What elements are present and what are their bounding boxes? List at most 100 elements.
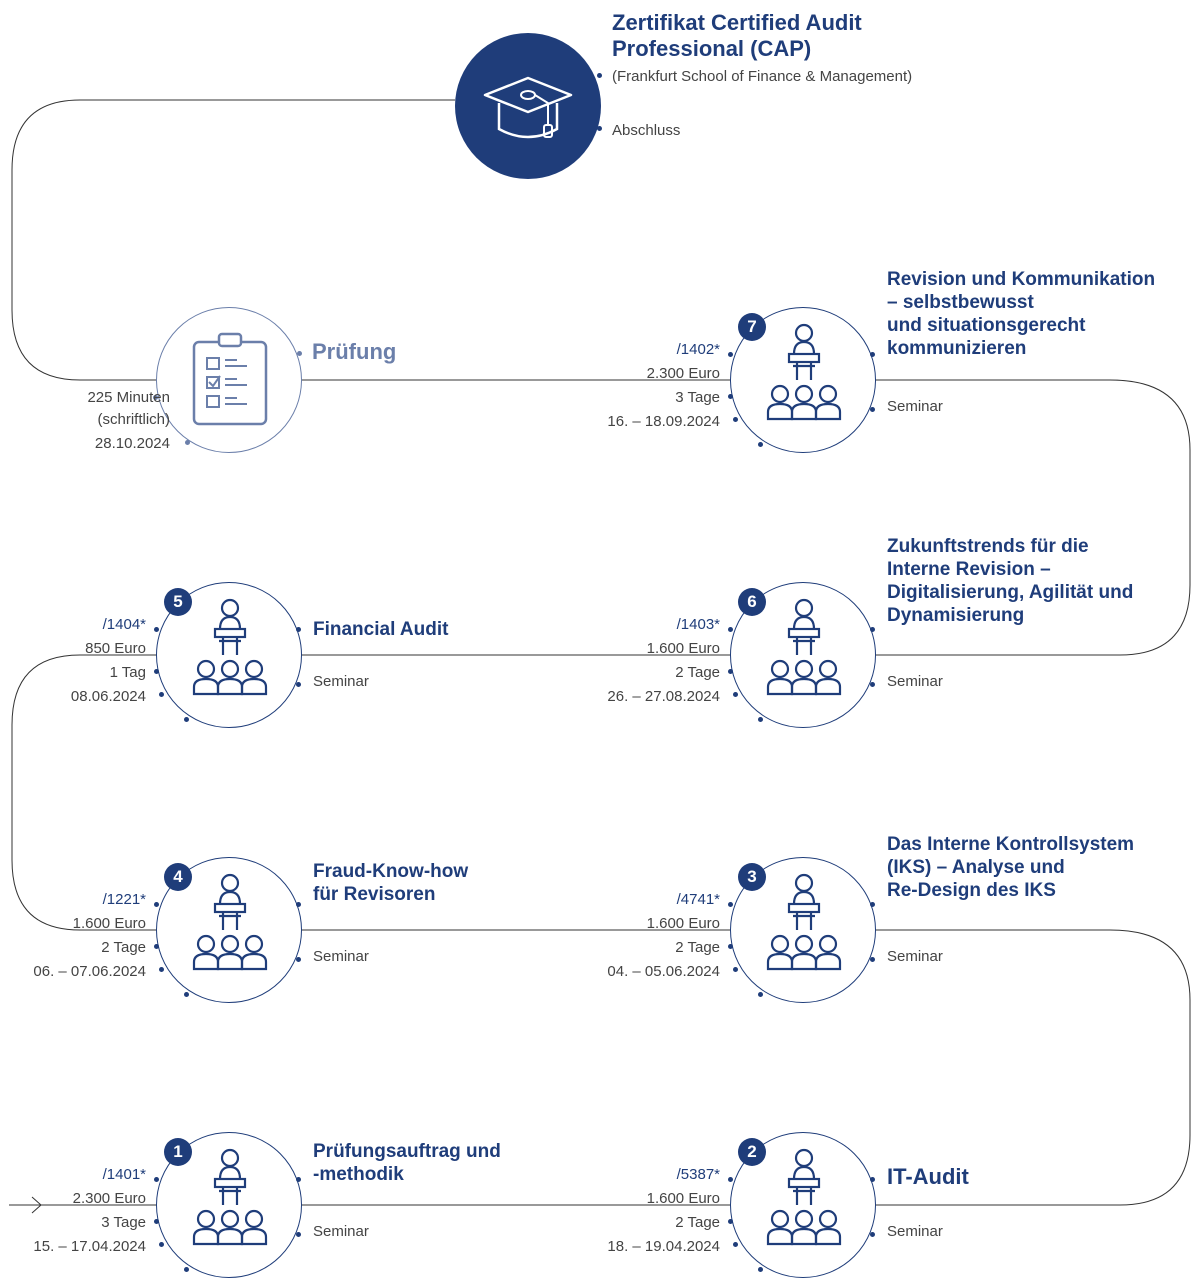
certificate-label: Abschluss [612, 122, 681, 139]
seminar-type: Seminar [887, 398, 943, 415]
connector-dot [870, 1232, 875, 1237]
seminar-duration: 1 Tag [109, 664, 146, 681]
seminar-dates: 18. – 19.04.2024 [607, 1238, 720, 1255]
connector-dot [728, 352, 733, 357]
seminar-details: /1401* 2.300 Euro 3 Tage 15. – 17.04.202… [0, 1163, 146, 1259]
seminar-type: Seminar [313, 673, 369, 690]
connector-dot [870, 407, 875, 412]
seminar-details: /1404* 850 Euro 1 Tag 08.06.2024 [0, 613, 146, 709]
presenter-audience-icon [766, 323, 842, 421]
connector-dot [758, 717, 763, 722]
seminar-title: Revision und Kommunikation– selbstbewuss… [887, 269, 1156, 359]
seminar-type: Seminar [313, 1223, 369, 1240]
graduation-cap-icon [483, 76, 573, 139]
connector-dot [159, 967, 164, 972]
connector-dot [728, 627, 733, 632]
seminar-dates: 16. – 18.09.2024 [607, 413, 720, 430]
seminar-price: 2.300 Euro [72, 1190, 146, 1207]
connector-dot [728, 394, 733, 399]
connector-dot [728, 1219, 733, 1224]
seminar-price: 850 Euro [85, 640, 146, 657]
connector-dot [870, 1177, 875, 1182]
connector-dot [728, 669, 733, 674]
step-number-badge: 7 [738, 313, 766, 341]
connector-dot [758, 442, 763, 447]
certificate-node [455, 33, 601, 179]
seminar-price: 2.300 Euro [646, 365, 720, 382]
seminar-code: /1221* [102, 891, 146, 908]
seminar-dates: 08.06.2024 [70, 688, 146, 705]
seminar-dates: 04. – 05.06.2024 [607, 963, 720, 980]
connector-dot [870, 627, 875, 632]
connector-dot [728, 944, 733, 949]
connector-dot [296, 1232, 301, 1237]
seminar-node [730, 582, 876, 728]
seminar-code: /1401* [102, 1166, 146, 1183]
seminar-type: Seminar [887, 948, 943, 965]
seminar-details: /1221* 1.600 Euro 2 Tage 06. – 07.06.202… [0, 888, 146, 984]
seminar-code: /5387* [676, 1166, 720, 1183]
step-number-badge: 2 [738, 1138, 766, 1166]
connector-dot [728, 1177, 733, 1182]
presenter-audience-icon [766, 598, 842, 696]
step-number-badge: 6 [738, 588, 766, 616]
seminar-duration: 2 Tage [675, 664, 720, 681]
exam-title: Prüfung [312, 339, 397, 364]
seminar-type: Seminar [887, 673, 943, 690]
connector-dot [296, 682, 301, 687]
seminar-price: 1.600 Euro [646, 915, 720, 932]
connector-dot [153, 395, 158, 400]
seminar-details: /5387* 1.600 Euro 2 Tage 18. – 19.04.202… [550, 1163, 720, 1259]
seminar-dates: 06. – 07.06.2024 [33, 963, 146, 980]
connector-dot [733, 417, 738, 422]
connector-dot [870, 957, 875, 962]
presenter-audience-icon [766, 1148, 842, 1246]
connector-dot [297, 351, 302, 356]
connector-dot [184, 992, 189, 997]
connector-dot [154, 944, 159, 949]
connector-dot [296, 957, 301, 962]
connector-dot [154, 627, 159, 632]
connector-dot [184, 1267, 189, 1272]
seminar-type: Seminar [887, 1223, 943, 1240]
arrow-right-icon [9, 1196, 42, 1214]
seminar-title: IT-Audit [887, 1164, 969, 1189]
connector-dot [154, 1177, 159, 1182]
connector-dot [154, 1219, 159, 1224]
seminar-price: 1.600 Euro [646, 640, 720, 657]
seminar-title: Financial Audit [313, 619, 449, 640]
connector-dot [296, 902, 301, 907]
seminar-type: Seminar [313, 948, 369, 965]
presenter-audience-icon [192, 598, 268, 696]
seminar-title: Prüfungsauftrag und-methodik [313, 1141, 501, 1185]
seminar-title: Das Interne Kontrollsystem(IKS) – Analys… [887, 834, 1135, 901]
connector-dot [733, 1242, 738, 1247]
exam-details: 225 Minuten (schriftlich) 28.10.2024 [87, 389, 170, 452]
connector-dot [159, 1242, 164, 1247]
connector-dot [154, 902, 159, 907]
connector-dot [728, 902, 733, 907]
seminar-details: /1402* 2.300 Euro 3 Tage 16. – 18.09.202… [550, 338, 720, 434]
seminar-code: /4741* [676, 891, 720, 908]
seminar-code: /1404* [102, 616, 146, 633]
certificate-institution: (Frankfurt School of Finance & Managemen… [612, 68, 913, 85]
presenter-audience-icon [192, 873, 268, 971]
connector-dot [184, 717, 189, 722]
connector-dot [870, 352, 875, 357]
connector-dot [185, 440, 190, 445]
seminar-duration: 2 Tage [675, 1214, 720, 1231]
clipboard-checklist-icon [192, 332, 268, 426]
connector-dot [296, 1177, 301, 1182]
exam-node [156, 307, 302, 453]
seminar-details: /4741* 1.600 Euro 2 Tage 04. – 05.06.202… [550, 888, 720, 984]
step-number-badge: 1 [164, 1138, 192, 1166]
seminar-dates: 26. – 27.08.2024 [607, 688, 720, 705]
connector-dot [733, 692, 738, 697]
seminar-duration: 2 Tage [675, 939, 720, 956]
connector-dot [159, 692, 164, 697]
connector-dot [733, 967, 738, 972]
